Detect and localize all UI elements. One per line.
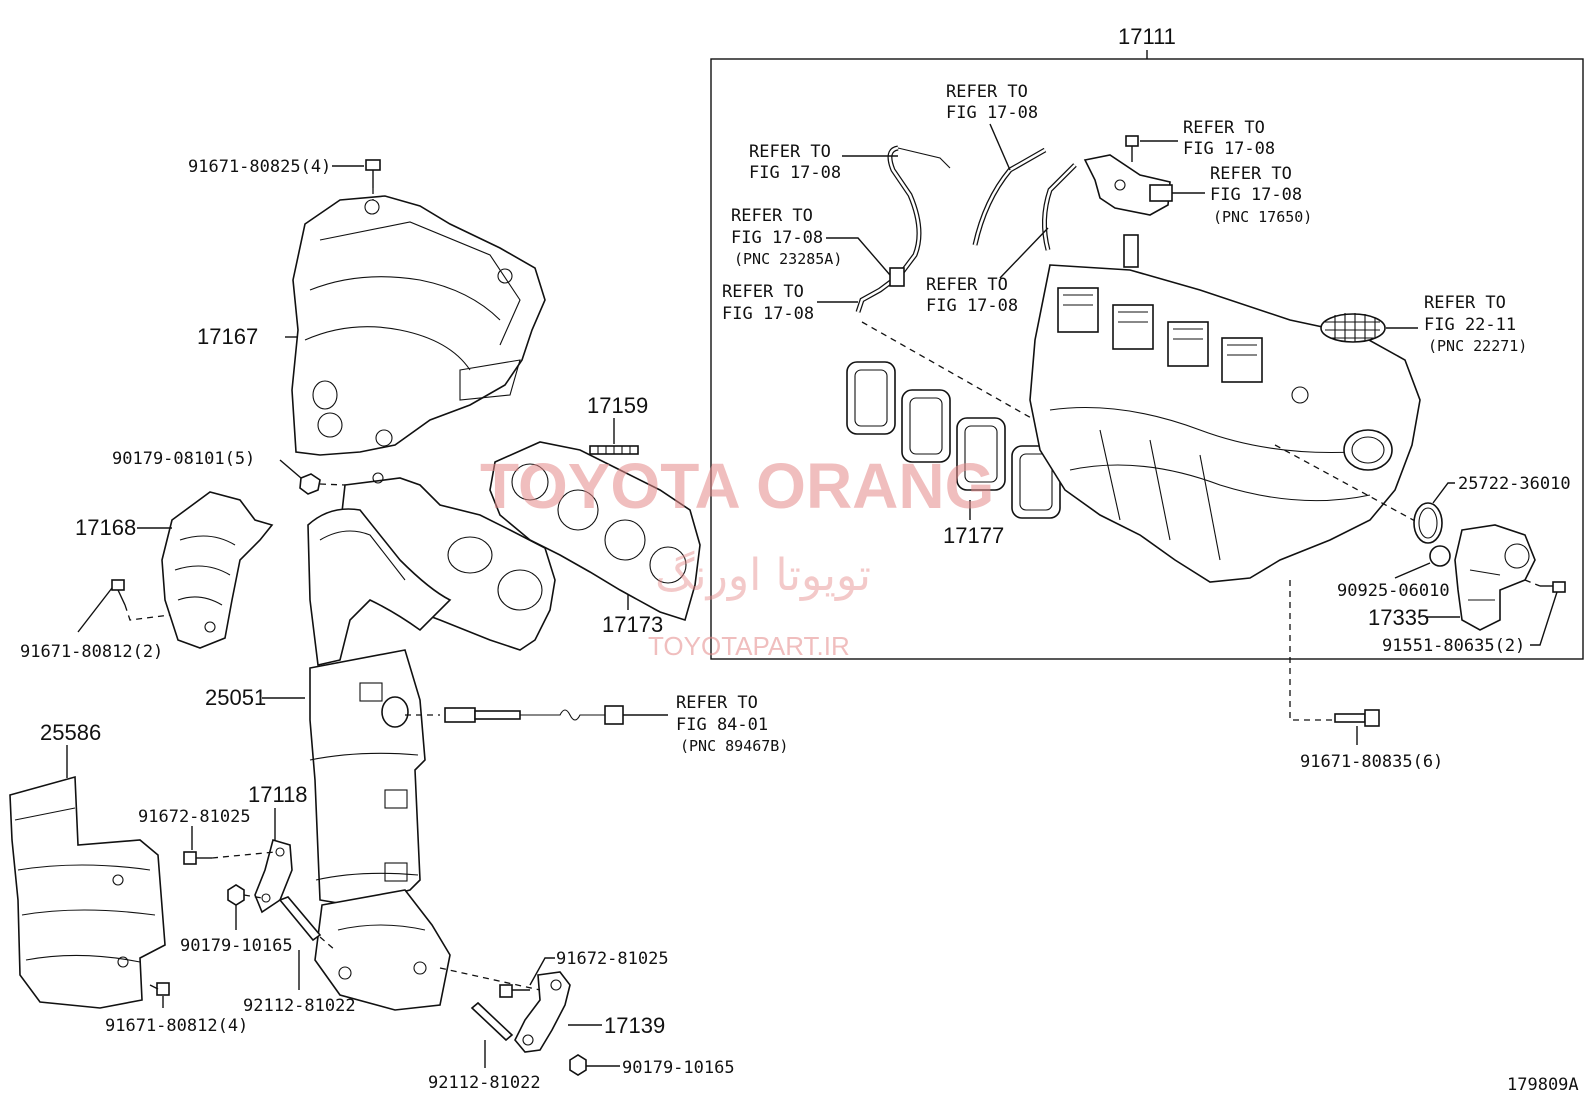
heat-insulator-17167[interactable] [291,195,546,456]
air-valve-17335[interactable] [1454,524,1536,631]
ref-line1: REFER TO [722,282,804,302]
label-17118: 17118 [248,782,308,807]
nut-90179-08101-icon[interactable] [299,473,421,495]
label-90179-10165-b: 90179-10165 [622,1058,735,1078]
ref-line2: FIG 17-08 [946,103,1038,123]
watermark-persian: تویوتا اورنگ [655,550,871,601]
ref-line3: (PNC 17650) [1213,208,1312,226]
label-25051: 25051 [205,685,266,710]
bracket-17118[interactable] [254,839,293,914]
exhaust-gasket-17173[interactable] [489,441,701,622]
label-17177: 17177 [943,523,1004,548]
ref-line2: FIG 84-01 [676,715,768,735]
label-91671-80812-2: 91671-80812(2) [20,642,163,662]
ref-line1: REFER TO [926,275,1008,295]
ref-line1: REFER TO [731,206,813,226]
label-17173: 17173 [602,612,663,637]
refer-fig-17-08-d[interactable]: REFER TO FIG 17-08 [722,282,814,324]
ref-line2: FIG 22-11 [1424,315,1516,335]
watermark-site: TOYOTAPART.IR [648,631,850,661]
label-90925-06010: 90925-06010 [1337,581,1450,601]
label-90179-08101: 90179-08101(5) [112,449,255,469]
label-92112-81022-b: 92112-81022 [428,1073,541,1093]
ref-line3: (PNC 89467B) [680,737,788,755]
label-17168: 17168 [75,515,136,540]
stud-17159-icon[interactable] [589,445,639,455]
watermark: TOYOTA ORANG تویوتا اورنگ TOYOTAPART.IR [480,450,994,661]
vsv-bracket[interactable] [1083,154,1173,216]
ref-line2: FIG 17-08 [749,163,841,183]
ref-line2: FIG 17-08 [731,228,823,248]
ref-line2: FIG 17-08 [1210,185,1302,205]
refer-fig-17-08-pnc-17650[interactable]: REFER TO FIG 17-08 (PNC 17650) [1210,164,1312,226]
filter-90925-06010-icon[interactable] [1429,545,1451,567]
nut-90179-10165-icon[interactable] [227,884,263,906]
bolt-vsv-icon[interactable] [1125,135,1139,162]
label-91671-80835: 91671-80835(6) [1300,752,1443,772]
refer-fig-17-08-e[interactable]: REFER TO FIG 17-08 [926,275,1018,316]
bolt-91671-80835-icon[interactable] [1334,709,1380,727]
stud-92112-81022-b-icon[interactable] [470,1001,514,1042]
heat-insulator-25586[interactable] [9,775,166,1009]
label-25586: 25586 [40,720,101,745]
assembly-number: 17111 [1118,24,1176,49]
bolt-91671-80812-icon[interactable] [111,579,171,621]
intake-manifold[interactable] [1029,234,1421,583]
pcv-hose-left[interactable] [855,145,951,313]
label-17335: 17335 [1368,605,1429,630]
label-17159: 17159 [587,393,648,418]
ref-line3: (PNC 22271) [1428,337,1527,355]
figure-id: 179809A [1507,1075,1579,1095]
ref-line1: REFER TO [749,142,831,162]
stud-92112-81022-icon[interactable] [278,896,336,951]
refer-fig-84-01[interactable]: REFER TO FIG 84-01 (PNC 89467B) [676,693,788,755]
label-91672-81025-b: 91672-81025 [556,949,669,969]
nut-90179-10165-b-icon[interactable] [569,1054,587,1076]
exhaust-manifold-converter-25051[interactable] [307,472,556,1011]
ref-line1: REFER TO [1210,164,1292,184]
pcv-hose-middle[interactable] [972,147,1077,251]
bolt-91672-81025-icon[interactable] [183,851,276,865]
label-17139: 17139 [604,1013,665,1038]
label-90179-10165-a: 90179-10165 [180,936,293,956]
label-92112-81022-a: 92112-81022 [243,996,356,1016]
ref-line1: REFER TO [1183,118,1265,138]
label-25722-36010: 25722-36010 [1458,474,1571,494]
refer-fig-22-11[interactable]: REFER TO FIG 22-11 (PNC 22271) [1424,293,1527,355]
intake-manifold-assembly-box: 17111 [710,24,1584,660]
bracket-17139[interactable] [439,967,571,1053]
oxygen-sensor[interactable] [405,705,624,725]
ref-line2: FIG 17-08 [1183,139,1275,159]
ref-line2: FIG 17-08 [926,296,1018,316]
refer-fig-17-08-pnc-23285a[interactable]: REFER TO FIG 17-08 (PNC 23285A) [731,206,842,268]
ref-line1: REFER TO [1424,293,1506,313]
bolt-91671-80812-4-icon[interactable] [149,982,170,996]
label-17167: 17167 [197,324,258,349]
label-91672-81025-a: 91672-81025 [138,807,251,827]
ref-line1: REFER TO [946,82,1028,102]
label-91551-80635: 91551-80635(2) [1382,636,1525,656]
refer-fig-17-08-a[interactable]: REFER TO FIG 17-08 [749,142,841,183]
intake-screen-22271[interactable] [1320,313,1386,343]
bolt-91672-81025-b-icon[interactable] [499,984,530,998]
ref-line2: FIG 17-08 [722,304,814,324]
ref-line3: (PNC 23285A) [734,250,842,268]
ref-line1: REFER TO [676,693,758,713]
watermark-brand: TOYOTA ORANG [480,450,994,522]
label-91671-80825: 91671-80825(4) [188,157,331,177]
screw-91551-80635-icon[interactable] [1524,579,1566,593]
bolt-91671-80825-icon[interactable] [365,159,381,200]
refer-fig-17-08-c[interactable]: REFER TO FIG 17-08 [1183,118,1275,159]
label-91671-80812-4: 91671-80812(4) [105,1016,248,1036]
o-ring-25722-36010-icon[interactable] [1413,502,1443,544]
heat-insulator-17168[interactable] [161,491,274,649]
refer-fig-17-08-b[interactable]: REFER TO FIG 17-08 [946,82,1038,123]
